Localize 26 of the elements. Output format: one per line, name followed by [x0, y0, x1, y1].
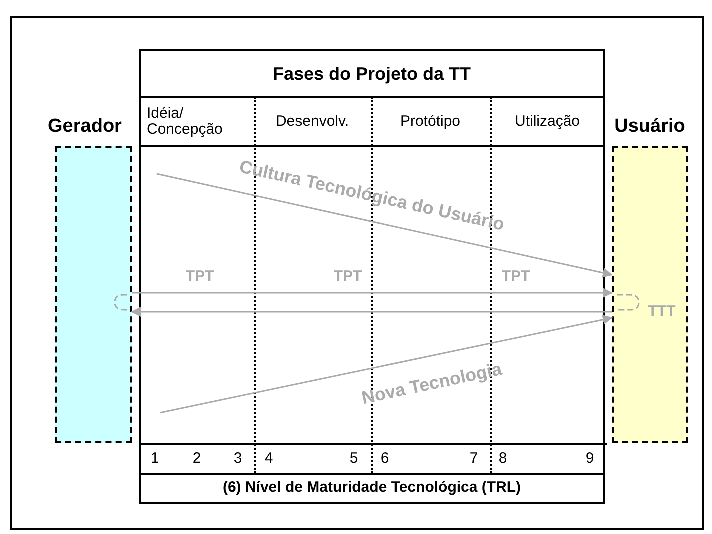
trl-number: 1: [150, 450, 160, 468]
arrow: [131, 307, 612, 317]
phase-label: Idéia/ Concepção: [146, 104, 224, 140]
phase-label: Desenvolv.: [274, 112, 350, 132]
trl-number: 3: [232, 450, 244, 468]
flow-label: TTT: [648, 302, 676, 322]
arrow: [156, 173, 613, 278]
trl-number: 4: [264, 450, 274, 468]
trl-number: 2: [192, 450, 202, 468]
phase-label: Utilização: [514, 112, 582, 132]
trl-number: 8: [498, 450, 508, 468]
arrow: [160, 314, 613, 414]
phase-label: Protótipo: [399, 112, 462, 132]
trl-number: 9: [584, 450, 596, 468]
table-footer: (6) Nível de Maturidade Tecnológica (TRL): [222, 477, 522, 500]
flow-label: TPT: [334, 266, 362, 287]
table-title: Fases do Projeto da TT: [272, 62, 472, 86]
flow-label: TPT: [502, 266, 530, 287]
actor-heading: Gerador: [48, 115, 122, 139]
trl-number: 7: [468, 450, 480, 468]
actor-heading: Usuário: [614, 115, 686, 139]
trl-number: 5: [348, 450, 360, 468]
arrow: [132, 288, 613, 298]
flow-label: TPT: [186, 266, 214, 287]
edge-label: Nova Tecnologia: [359, 358, 505, 410]
trl-number: 6: [380, 450, 390, 468]
